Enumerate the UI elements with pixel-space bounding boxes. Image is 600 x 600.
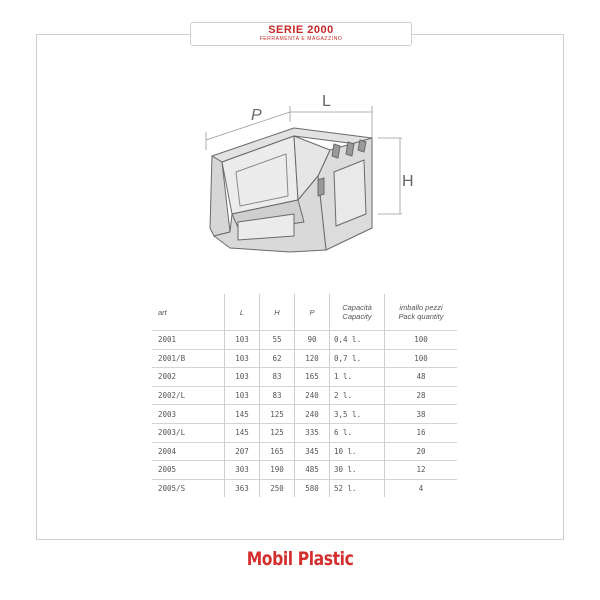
- cell-l: 303: [224, 460, 260, 480]
- bin-body: [209, 127, 373, 253]
- cell-pack: 28: [384, 385, 457, 405]
- cell-h: 55: [259, 330, 295, 350]
- cell-p: 580: [294, 478, 330, 498]
- cell-h: 83: [259, 385, 295, 405]
- cell-p: 165: [294, 367, 330, 387]
- cell-cap: 6 l.: [329, 422, 385, 443]
- cell-art: 2001: [152, 330, 225, 350]
- cell-pack: 100: [384, 348, 457, 368]
- col-capacity-en: Capacity: [342, 312, 372, 321]
- cell-pack: 48: [384, 367, 457, 387]
- series-title: SERIE 2000: [268, 24, 334, 36]
- brand-logo-text: Mobil Plastic: [246, 548, 354, 570]
- col-h: H: [259, 294, 295, 331]
- cell-h: 250: [259, 478, 295, 498]
- cell-l: 207: [224, 441, 260, 461]
- length-label: L: [322, 93, 331, 110]
- cell-p: 335: [294, 422, 330, 443]
- col-p: P: [294, 294, 330, 331]
- cell-p: 240: [294, 385, 330, 405]
- cell-art: 2001/B: [152, 348, 225, 368]
- cell-h: 190: [259, 460, 295, 480]
- cell-cap: 30 l.: [329, 460, 385, 480]
- col-pack-en: Pack quantity: [398, 312, 444, 321]
- cell-l: 103: [224, 385, 260, 405]
- col-capacity-it: Capacità: [342, 303, 372, 312]
- cell-l: 103: [224, 330, 260, 350]
- cell-p: 345: [294, 441, 330, 461]
- spec-table: art L H P Capacità Capacity imballo pezz…: [152, 294, 457, 498]
- cell-cap: 2 l.: [329, 385, 385, 405]
- col-capacity: Capacità Capacity: [329, 294, 385, 331]
- brand-logo: Mobil Plastic: [0, 548, 600, 570]
- series-title-box: SERIE 2000 FERRAMENTA E MAGAZZINO: [190, 22, 412, 46]
- cell-h: 165: [259, 441, 295, 461]
- cell-l: 363: [224, 478, 260, 498]
- series-subtitle: FERRAMENTA E MAGAZZINO: [259, 36, 343, 42]
- dimension-lines: [205, 106, 402, 215]
- col-pack-it: imballo pezzi: [399, 303, 443, 312]
- cell-l: 103: [224, 348, 260, 368]
- cell-art: 2005/S: [152, 478, 225, 498]
- cell-pack: 38: [384, 404, 457, 424]
- depth-label: P: [251, 107, 262, 124]
- cell-pack: 100: [384, 330, 457, 350]
- cell-cap: 0,7 l.: [329, 348, 385, 368]
- spec-table-header: art L H P Capacità Capacity imballo pezz…: [152, 294, 457, 331]
- cell-art: 2005: [152, 460, 225, 480]
- cell-h: 125: [259, 404, 295, 424]
- cell-h: 83: [259, 367, 295, 387]
- cell-art: 2002/L: [152, 385, 225, 405]
- cell-p: 485: [294, 460, 330, 480]
- cell-cap: 1 l.: [329, 367, 385, 387]
- cell-p: 120: [294, 348, 330, 368]
- cell-cap: 52 l.: [329, 478, 385, 498]
- cell-cap: 10 l.: [329, 441, 385, 461]
- cell-p: 240: [294, 404, 330, 424]
- cell-p: 90: [294, 330, 330, 350]
- cell-pack: 16: [384, 422, 457, 443]
- cell-h: 125: [259, 422, 295, 443]
- col-pack: imballo pezzi Pack quantity: [385, 294, 458, 331]
- col-l: L: [224, 294, 260, 331]
- cell-art: 2002: [152, 367, 225, 387]
- cell-pack: 4: [384, 478, 457, 498]
- cell-l: 145: [224, 422, 260, 443]
- cell-cap: 0,4 l.: [329, 330, 385, 350]
- cell-art: 2003: [152, 404, 225, 424]
- cell-h: 62: [259, 348, 295, 368]
- cell-cap: 3,5 l.: [329, 404, 385, 424]
- cell-pack: 20: [384, 441, 457, 461]
- cell-pack: 12: [384, 460, 457, 480]
- col-art: art: [152, 294, 225, 331]
- cell-art: 2003/L: [152, 422, 225, 443]
- cell-l: 145: [224, 404, 260, 424]
- height-label: H: [402, 173, 414, 190]
- cell-l: 103: [224, 367, 260, 387]
- cell-art: 2004: [152, 441, 225, 461]
